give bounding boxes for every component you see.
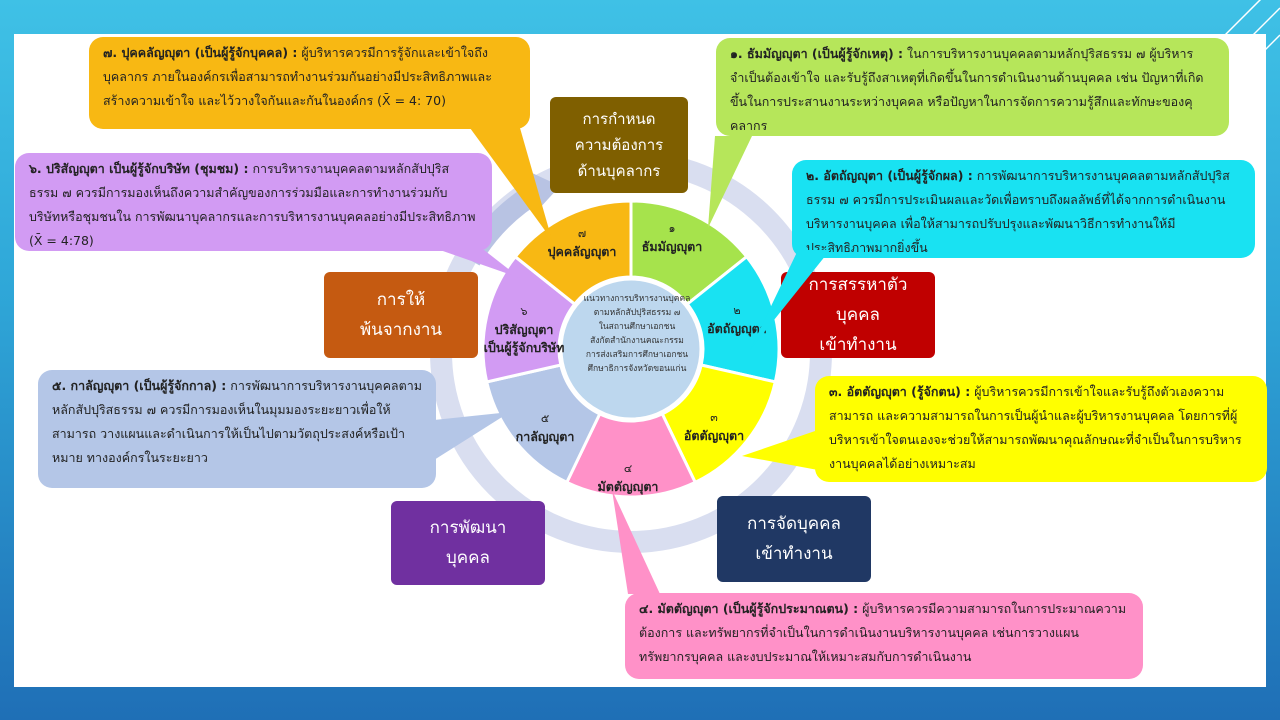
box-puggalannuta: ๗. ปุคคลัญญุตา (เป็นผู้รู้จักบุคคล) : ผู… xyxy=(89,37,530,129)
center-circle xyxy=(559,277,703,421)
sector-label-4: ๔มัตตัญญุตา xyxy=(597,462,659,494)
tag-placement: การจัดบุคคลเข้าทำงาน xyxy=(717,496,871,582)
box-parisannuta: ๖. ปริสัญญุตา เป็นผู้รู้จักบริษัท (ชุมชม… xyxy=(15,153,492,251)
sector-label-2: ๒อัตถัญญุตา xyxy=(707,304,767,336)
center-line: แนวทางการบริหารงานบุคคล xyxy=(583,294,691,304)
box-mattannuta: ๔. มัตตัญญุตา (เป็นผู้รู้จักประมาณตน) : … xyxy=(625,593,1143,679)
center-line: สังกัดสำนักงานคณะกรรม xyxy=(590,336,684,346)
center-line: ศึกษาธิการจังหวัดขอนแก่น xyxy=(587,364,687,374)
sector-label-1: ๑ธัมมัญญุตา xyxy=(641,222,703,254)
sector-label-6: ๖ปริสัญญุตาเป็นผู้รู้จักบริษัท xyxy=(483,305,565,355)
center-line: ตามหลักสัปปุริสธรรม ๗ xyxy=(593,308,681,318)
sector-label-7: ๗ปุคคลัญญุตา xyxy=(547,227,617,259)
tag-needs: การกำหนดความต้องการด้านบุคลากร xyxy=(550,97,688,193)
center-line: ในสถานศึกษาเอกชน xyxy=(598,322,676,332)
box-dhammannuta: ๑. ธัมมัญญุตา (เป็นผู้รู้จักเหตุ) : ในกา… xyxy=(716,38,1229,136)
tag-release: การให้พ้นจากงาน xyxy=(324,272,478,358)
wheel-sectors xyxy=(481,199,781,499)
box-attannuta: ๓. อัตตัญญุตา (รู้จักตน) : ผู้บริหารควรม… xyxy=(815,376,1267,482)
sector-label-5: ๕กาลัญญุตา xyxy=(515,412,575,444)
tag-recruit: การสรรหาตัวบุคคลเข้าทำงาน xyxy=(781,272,935,358)
box-kalannuta: ๕. กาลัญญุตา (เป็นผู้รู้จักกาล) : การพัฒ… xyxy=(38,370,436,488)
center-line: การส่งเสริมการศึกษาเอกชน xyxy=(585,350,689,360)
box-atthannuta: ๒. อัตถัญญุตา (เป็นผู้รู้จักผล) : การพัฒ… xyxy=(792,160,1255,258)
tag-develop: การพัฒนาบุคคล xyxy=(391,501,545,585)
center-title: แนวทางการบริหารงานบุคคล ตามหลักสัปปุริสธ… xyxy=(583,292,691,376)
sector-label-3: ๓อัตตัญญุตา xyxy=(683,411,745,443)
